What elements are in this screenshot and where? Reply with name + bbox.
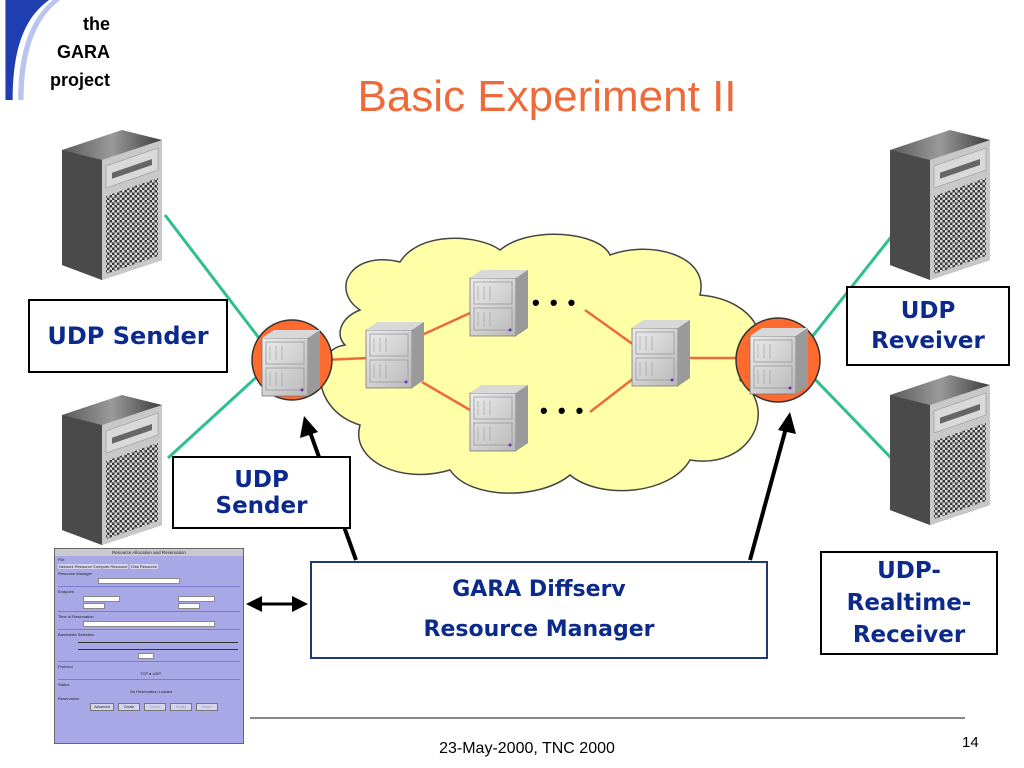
label-udp-sender-middle: UDP Sender (172, 456, 351, 529)
cloud-ellipsis-bottom: • • • (540, 398, 586, 423)
tab-compute-resource[interactable]: Compute Resource (92, 564, 129, 569)
core-router-1 (365, 321, 425, 389)
port-source[interactable] (83, 603, 105, 609)
host-tower-receiver-bottom (889, 374, 991, 526)
bandwidth-slider-1[interactable] (78, 642, 238, 643)
bandwidth-slider-2[interactable] (78, 649, 238, 650)
cancel-button[interactable]: Cancel (144, 703, 166, 711)
link-r1-r2 (421, 311, 471, 337)
network-cloud (319, 233, 762, 494)
cloud-ellipsis-top: • • • (532, 290, 578, 315)
logo-text-project: project (49, 70, 110, 90)
window-menu-file[interactable]: File (58, 557, 65, 562)
gatekeeper-field[interactable] (98, 578, 180, 584)
section-endpoint: Endpoint (58, 589, 74, 594)
window-title: Resource Allocation and Reservation (55, 549, 243, 556)
host-tower-sender-top (61, 129, 163, 281)
window-tabs: Network Resource Compute Resource Disk R… (58, 564, 240, 570)
arrow-window-left-head (246, 596, 262, 612)
edge-router-right (749, 327, 809, 395)
section-resource-manager: Resource Manager (58, 571, 93, 576)
label-udp-realtime-receiver: UDP- Realtime- Receiver (820, 551, 998, 655)
core-router-3 (469, 384, 529, 452)
link-dots-r4-top (584, 308, 635, 347)
ip-address-source[interactable] (83, 596, 120, 602)
link-sender-top (163, 214, 264, 343)
section-reservation: Reservation (58, 696, 80, 701)
bandwidth-value[interactable] (138, 653, 154, 659)
core-router-2 (469, 269, 529, 337)
host-tower-receiver-top (889, 129, 991, 281)
link-sender-bottom (166, 370, 264, 460)
page-number: 14 (962, 734, 979, 751)
tab-disk-resource[interactable]: Disk Resource (130, 564, 159, 569)
resource-allocation-window: Resource Allocation and Reservation File… (54, 548, 244, 744)
slide-title: Basic Experiment II (357, 72, 737, 121)
section-time: Time of Reservation (58, 614, 94, 619)
gara-box-line1: GARA Diffserv (452, 577, 626, 602)
section-bandwidth: Bandwidth Selection (58, 632, 95, 637)
section-protocol: Protocol (58, 664, 73, 669)
arrow-to-right-router (778, 412, 796, 434)
footer-text: 23-May-2000, TNC 2000 (439, 740, 615, 757)
gara-logo (5, 0, 61, 100)
port-dest[interactable] (178, 603, 200, 609)
logo-text-gara: GARA (57, 42, 110, 62)
gara-resource-manager-box: GARA Diffserv Resource Manager (310, 561, 768, 659)
create-button[interactable]: Create (118, 703, 140, 711)
advanced-button[interactable]: Advanced (90, 703, 114, 711)
footer-rule (250, 717, 965, 719)
label-udp-sender-left: UDP Sender (28, 299, 228, 373)
arrow-window-right-head (292, 596, 308, 612)
gara-box-line2: Resource Manager (423, 617, 655, 642)
host-tower-sender-bottom (61, 394, 163, 546)
label-udp-receiver: UDP Reveiver (846, 286, 1010, 366)
link-r1-r3 (421, 380, 471, 412)
start-time-field[interactable] (83, 621, 215, 627)
section-status: Status (58, 682, 70, 687)
link-dots-r4-bottom (589, 377, 635, 413)
reset-button[interactable]: Reset (196, 703, 218, 711)
edge-router-left (261, 329, 321, 397)
ip-address-dest[interactable] (178, 596, 215, 602)
logo-text-the: the (83, 14, 110, 34)
core-router-4 (631, 319, 691, 387)
status-text: No Reservation Loaded (130, 689, 173, 694)
tab-network-resource[interactable]: Network Resource (58, 564, 93, 569)
modify-button[interactable]: Modify (170, 703, 192, 711)
arrow-to-left-router (300, 416, 318, 438)
protocol-options[interactable]: TCP ● UDP (140, 671, 162, 676)
link-receiver-bottom (806, 370, 897, 464)
